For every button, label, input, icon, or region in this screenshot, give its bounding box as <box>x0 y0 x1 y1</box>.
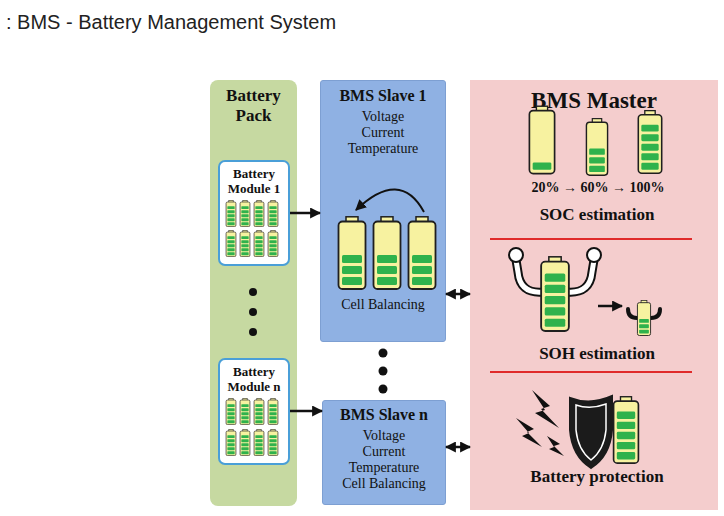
master-panel: BMS Master <box>470 80 718 510</box>
dot <box>379 349 388 358</box>
node-title: BMS Master <box>470 88 718 114</box>
module-box: Battery Module 1 <box>218 160 290 266</box>
node-body: Voltage Current Temperature Cell Balanci… <box>341 428 428 492</box>
node-title: Battery Module n <box>221 365 287 395</box>
function-label: SOH estimation <box>497 344 697 364</box>
function-label: Battery protection <box>497 467 697 487</box>
node-body: Cell Balancing <box>323 297 443 313</box>
node-body: Voltage Current Temperature <box>340 109 427 157</box>
percent-scale: 20% → 60% → 100% <box>510 180 686 196</box>
pack-band: Battery PackBattery Module 1 Battery Modu… <box>210 80 297 506</box>
node-title: Battery Module 1 <box>221 167 287 197</box>
slave-box: BMS Slave 1 Voltage Current TemperatureCe… <box>320 80 446 342</box>
slave-box: BMS Slave n Voltage Current Temperature C… <box>322 400 446 505</box>
dot <box>379 385 388 394</box>
module-box: Battery Module n <box>218 358 290 465</box>
node-title: BMS Slave 1 <box>321 87 445 105</box>
page-title: : BMS - Battery Management System <box>6 11 336 34</box>
node-title: BMS Slave n <box>323 406 445 424</box>
dot <box>379 367 388 376</box>
node-title: Battery Pack <box>214 86 294 125</box>
connector-arrow <box>446 446 470 449</box>
connector-arrow <box>446 293 470 296</box>
function-label: SOC estimation <box>497 205 697 225</box>
